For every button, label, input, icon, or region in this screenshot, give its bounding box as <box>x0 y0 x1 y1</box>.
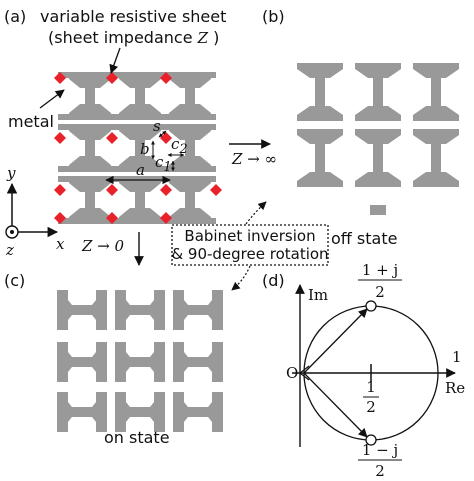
off-element-stub <box>370 205 386 215</box>
on-element-6 <box>57 392 107 432</box>
resistive-diamond-12 <box>210 184 222 196</box>
metal-element-a-0-0 <box>69 73 111 119</box>
off-vector-arrow <box>303 372 368 438</box>
resistive-diamond-6 <box>54 184 66 196</box>
metal-bar-top-a-0 <box>58 72 216 78</box>
metal-bar-bottom-a-1 <box>58 166 216 172</box>
bottom-point-marker <box>365 434 377 446</box>
resistive-diamond-8 <box>160 184 172 196</box>
origin-wedge-top <box>299 365 310 374</box>
metal-element-a-0-2 <box>169 73 211 119</box>
panel-b-off-state-array <box>297 63 459 215</box>
metal-element-a-2-1 <box>119 177 161 223</box>
resistive-diamond-2 <box>160 72 172 84</box>
on-element-5 <box>173 342 223 382</box>
metal-element-a-2-2 <box>169 177 211 223</box>
dim-b-label: b <box>140 140 150 158</box>
one-label: 1 <box>452 348 462 366</box>
metal-bar-bottom-a-0 <box>58 114 216 120</box>
on-element-7 <box>115 392 165 432</box>
on-element-4 <box>115 342 165 382</box>
metal-label: metal <box>8 112 54 131</box>
off-element-0 <box>297 63 343 121</box>
im-label: Im <box>308 286 328 304</box>
z-to-infinity-label: Z → ∞ <box>231 150 277 168</box>
panel-c-on-state-array <box>57 290 223 432</box>
panel-label-d: (d) <box>262 271 285 290</box>
resistive-diamond-4 <box>106 132 118 144</box>
on-element-8 <box>173 392 223 432</box>
sheet-pointer-arrow <box>109 47 121 74</box>
dim-s-arrow <box>158 130 167 138</box>
on-vector-arrow <box>303 308 368 374</box>
sheet-impedance-label: (sheet impedance Z ) <box>48 28 219 47</box>
bottom-num: 1 − j <box>362 441 398 459</box>
y-axis-label: y <box>6 164 16 182</box>
complex-plane: Im Re O 1 1 2 1 + j 2 1 − j 2 <box>286 261 465 480</box>
resistive-diamond-3 <box>54 132 66 144</box>
off-state-label: off state <box>331 229 397 248</box>
babinet-box <box>171 224 329 266</box>
metal-element-a-0-1 <box>119 73 161 119</box>
dim-c2-label: c2 <box>171 135 188 157</box>
resistive-diamond-7 <box>106 184 118 196</box>
off-element-1 <box>355 63 401 121</box>
metal-bar-bottom-a-2 <box>58 218 216 224</box>
off-element-4 <box>355 129 401 187</box>
metal-element-a-1-1 <box>119 125 161 171</box>
babinet-arrow-down <box>231 265 251 291</box>
babinet-line1: Babinet inversion <box>184 227 315 245</box>
resistive-diamond-11 <box>160 212 172 224</box>
panel-label-b: (b) <box>262 7 285 26</box>
metal-pointer-arrow <box>39 89 65 109</box>
on-element-0 <box>57 290 107 330</box>
metal-element-a-1-2 <box>169 125 211 171</box>
on-state-label: on state <box>104 428 170 447</box>
top-num: 1 + j <box>362 261 398 279</box>
metal-element-a-2-0 <box>69 177 111 223</box>
origin-wedge-bottom <box>299 372 310 381</box>
origin-label: O <box>286 364 298 382</box>
off-element-2 <box>413 63 459 121</box>
top-den: 2 <box>375 283 385 301</box>
panel-label-c: (c) <box>4 271 25 290</box>
resistive-diamond-9 <box>54 212 66 224</box>
on-element-3 <box>57 342 107 382</box>
resistive-diamond-10 <box>106 212 118 224</box>
on-element-2 <box>173 290 223 330</box>
variable-sheet-label: variable resistive sheet <box>40 7 226 26</box>
metal-bar-top-a-1 <box>58 124 216 130</box>
z-axis-dot <box>10 230 14 234</box>
metal-element-a-1-0 <box>69 125 111 171</box>
bottom-den: 2 <box>375 462 385 480</box>
on-element-1 <box>115 290 165 330</box>
x-axis-label: x <box>56 235 65 253</box>
panel-a-unit-cell-array <box>54 72 222 224</box>
dim-s-label: s <box>153 117 161 135</box>
babinet-line2: & 90-degree rotation <box>171 245 328 263</box>
z-axis-label: z <box>5 241 14 259</box>
resistive-diamond-1 <box>106 72 118 84</box>
half-den: 2 <box>366 398 376 416</box>
half-num: 1 <box>366 378 376 396</box>
off-element-3 <box>297 129 343 187</box>
off-element-5 <box>413 129 459 187</box>
dim-a-label: a <box>136 161 145 179</box>
top-point-marker <box>365 300 377 312</box>
resistive-diamond-0 <box>54 72 66 84</box>
coordinate-axes: y x z <box>5 164 65 259</box>
panel-label-a: (a) <box>4 7 26 26</box>
babinet-arrow-up <box>245 201 267 225</box>
re-label: Re <box>445 379 465 397</box>
dim-c1-label: c1 <box>155 153 172 175</box>
z-to-zero-label: Z → 0 <box>81 237 125 255</box>
